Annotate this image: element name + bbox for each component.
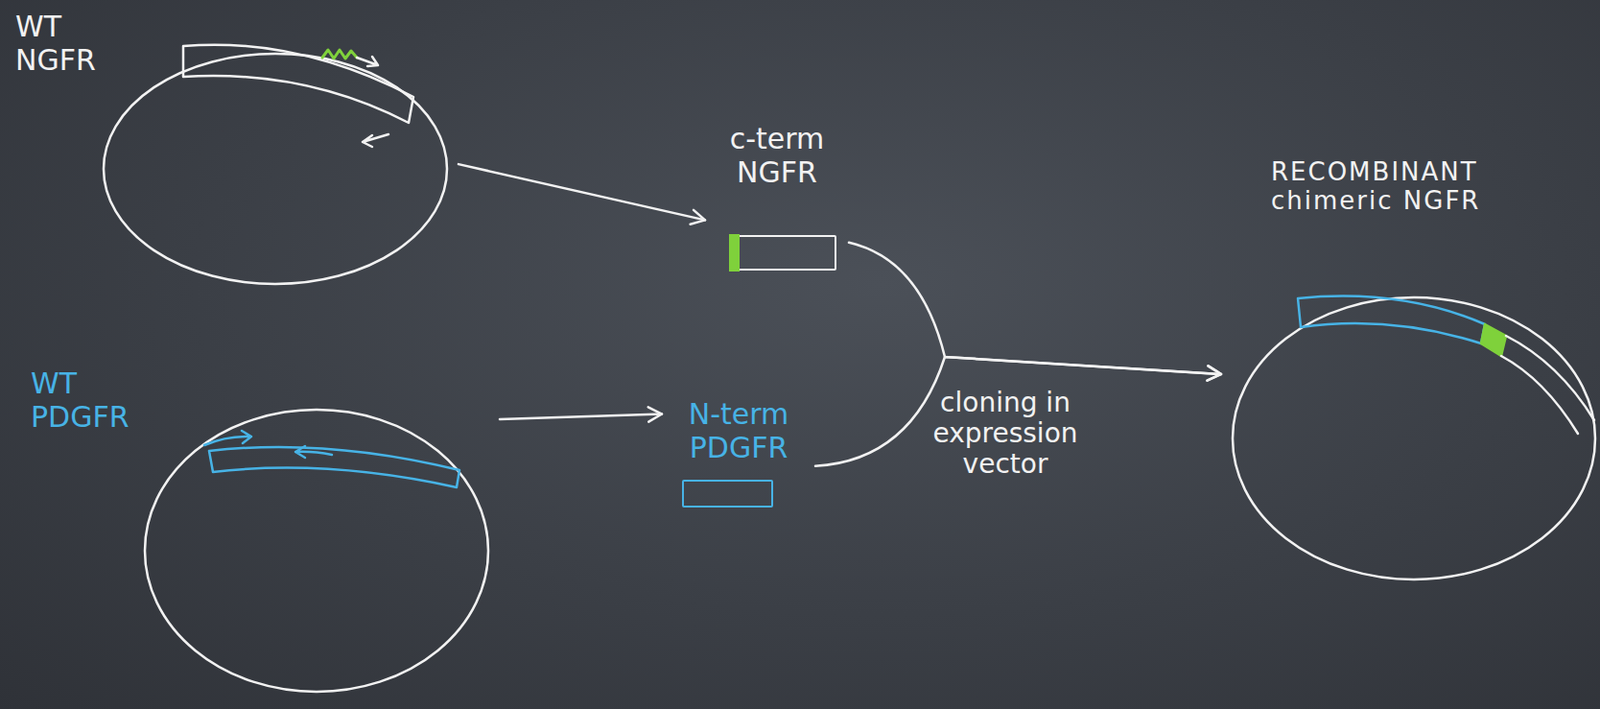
plasmid-circle: RECOMBINANT chimeric NGFR — [1230, 295, 1598, 582]
arrow-head — [1207, 365, 1222, 380]
plasmid-circle: WT NGFR — [101, 51, 449, 286]
plasmid-circle: WT PDGFR — [142, 407, 491, 694]
node-label: WT NGFR — [15, 10, 107, 77]
plasmid-ring — [103, 53, 448, 284]
plasmid-outline — [101, 51, 449, 286]
node-label: c-term NGFR — [714, 122, 840, 189]
plasmid-ring — [1232, 297, 1596, 580]
arrow-line — [499, 414, 662, 420]
arrow-line — [815, 356, 1222, 467]
fragment-overhang — [729, 234, 740, 272]
flow-arrow — [815, 356, 1222, 467]
arrow-line — [848, 242, 1222, 375]
ngfr-segment — [1501, 335, 1595, 434]
fragment-box: c-term NGFR — [714, 122, 840, 273]
edge-label: cloning in expression vector — [914, 387, 1097, 481]
junction-segment — [1481, 324, 1506, 356]
arrow-head — [690, 210, 706, 225]
arrow-head — [1207, 365, 1222, 380]
plasmid-outline — [142, 407, 491, 694]
arrow-head — [648, 406, 662, 422]
ngfr-insert — [183, 45, 414, 123]
fragment-box: N-term PDGFR — [671, 398, 806, 512]
forward-primer — [204, 430, 252, 446]
node-label: WT PDGFR — [30, 367, 146, 434]
dna-fragment — [682, 479, 774, 508]
arrow-line — [458, 164, 706, 220]
flow-arrow — [848, 242, 1222, 381]
primer-tail — [322, 49, 357, 59]
plasmid-ring — [144, 409, 489, 692]
forward-primer — [356, 56, 378, 67]
flow-arrow — [499, 406, 662, 422]
plasmid-outline — [1230, 295, 1598, 582]
reverse-primer — [362, 134, 389, 147]
dna-fragment — [729, 235, 837, 271]
flow-arrow — [458, 164, 706, 225]
pdgfr-insert — [209, 447, 460, 488]
pdgfr-segment — [1297, 296, 1485, 344]
node-label: RECOMBINANT chimeric NGFR — [1270, 158, 1569, 216]
reverse-primer — [295, 446, 332, 458]
node-label: N-term PDGFR — [671, 398, 806, 465]
